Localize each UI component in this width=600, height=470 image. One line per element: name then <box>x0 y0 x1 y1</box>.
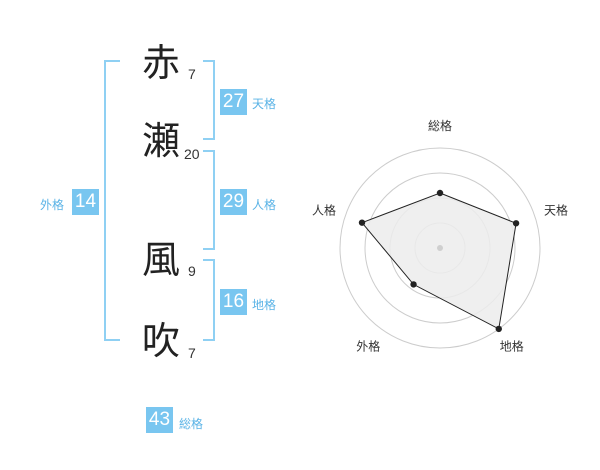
radar-axis-label: 人格 <box>312 202 336 217</box>
radar-point <box>495 325 502 333</box>
radar-center-dot <box>437 245 443 251</box>
stroke-count-4: 7 <box>188 345 196 361</box>
radar-axis-label: 天格 <box>544 202 568 217</box>
gaikaku-label: 外格 <box>40 198 65 212</box>
jinkaku-value: 29 <box>220 189 247 215</box>
radar-series-area <box>361 192 517 330</box>
name-char-2: 瀬 <box>142 119 181 163</box>
name-char-1: 赤 <box>142 41 181 85</box>
chikaku-label: 地格 <box>252 298 277 312</box>
radar-axis-label: 外格 <box>356 339 380 354</box>
radar-grid-ring <box>339 147 541 349</box>
stroke-count-1: 7 <box>188 66 196 82</box>
radar-point <box>410 281 417 288</box>
gaikaku-value: 14 <box>72 189 99 215</box>
radar-point <box>358 219 366 226</box>
jinkaku-bracket <box>203 150 215 250</box>
radar-grid-ring <box>364 172 516 324</box>
tenkaku-label: 天格 <box>252 97 277 111</box>
gaikaku-bracket <box>104 60 120 341</box>
jinkaku-label: 人格 <box>252 198 277 212</box>
chikaku-value: 16 <box>220 289 247 315</box>
radar-axis-label: 総格 <box>428 118 452 133</box>
soukaku-value: 43 <box>146 407 173 433</box>
chikaku-bracket <box>203 259 215 341</box>
tenkaku-bracket <box>203 60 215 140</box>
stroke-count-2: 20 <box>184 146 200 162</box>
name-char-3: 風 <box>142 238 181 282</box>
soukaku-label: 総格 <box>179 417 204 431</box>
radar-point <box>436 189 444 197</box>
tenkaku-value: 27 <box>220 89 247 115</box>
radar-axis-label: 地格 <box>500 339 524 354</box>
name-char-4: 吹 <box>142 319 181 363</box>
radar-point <box>512 220 520 227</box>
stroke-count-3: 9 <box>188 263 196 279</box>
